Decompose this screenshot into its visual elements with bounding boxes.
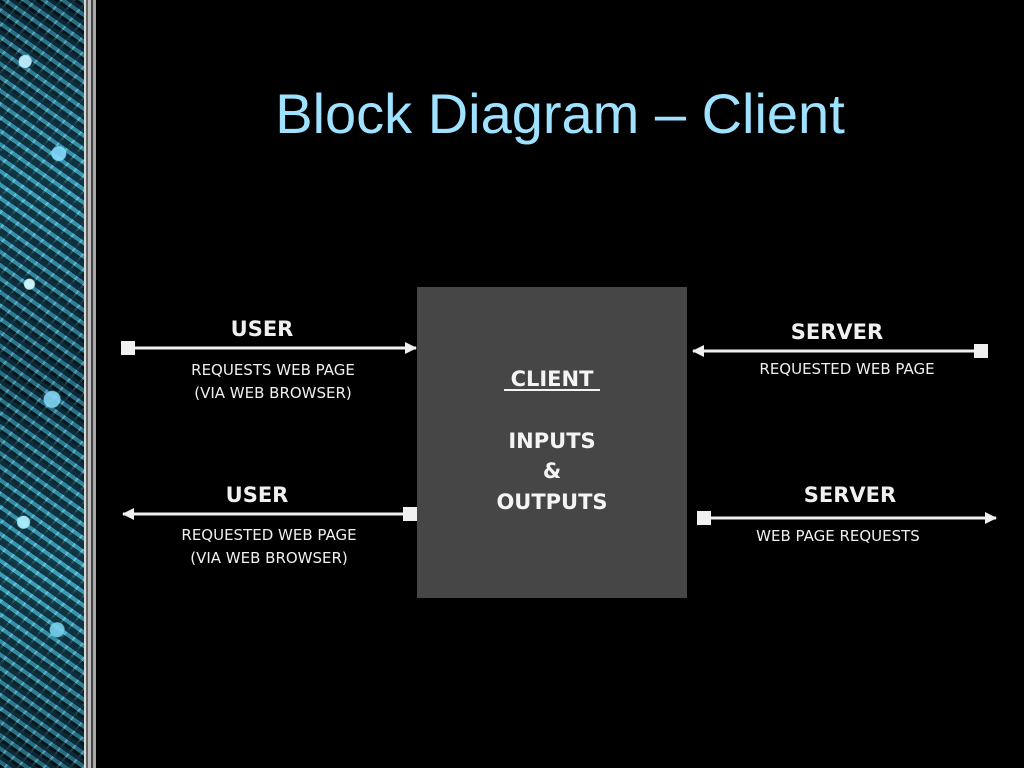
user-response-arrow-tail: [403, 507, 417, 521]
client-box-ampersand-label: &: [543, 459, 561, 483]
client-box-inputs-label: INPUTS: [508, 429, 595, 453]
user-response-desc-line2: (VIA WEB BROWSER): [190, 549, 348, 567]
page-title: Block Diagram – Client: [275, 81, 845, 145]
server-response-desc: REQUESTED WEB PAGE: [759, 360, 934, 378]
server-response-label: SERVER: [791, 320, 883, 344]
user-response-desc-line1: REQUESTED WEB PAGE: [181, 526, 356, 544]
server-response-arrow-tail: [974, 344, 988, 358]
client-box: [417, 287, 687, 598]
decorative-sidebar-art: [0, 0, 84, 768]
client-box-title: CLIENT: [511, 367, 595, 391]
server-request-arrow-tail: [697, 511, 711, 525]
user-request-desc-line2: (VIA WEB BROWSER): [194, 384, 352, 402]
user-request-desc-line1: REQUESTS WEB PAGE: [191, 361, 355, 379]
server-request-desc: WEB PAGE REQUESTS: [756, 527, 920, 545]
client-box-outputs-label: OUTPUTS: [496, 490, 607, 514]
user-response-label: USER: [226, 483, 289, 507]
user-request-label: USER: [231, 317, 294, 341]
sidebar-divider: [84, 0, 96, 768]
server-request-label: SERVER: [804, 483, 896, 507]
user-request-arrow-tail: [121, 341, 135, 355]
